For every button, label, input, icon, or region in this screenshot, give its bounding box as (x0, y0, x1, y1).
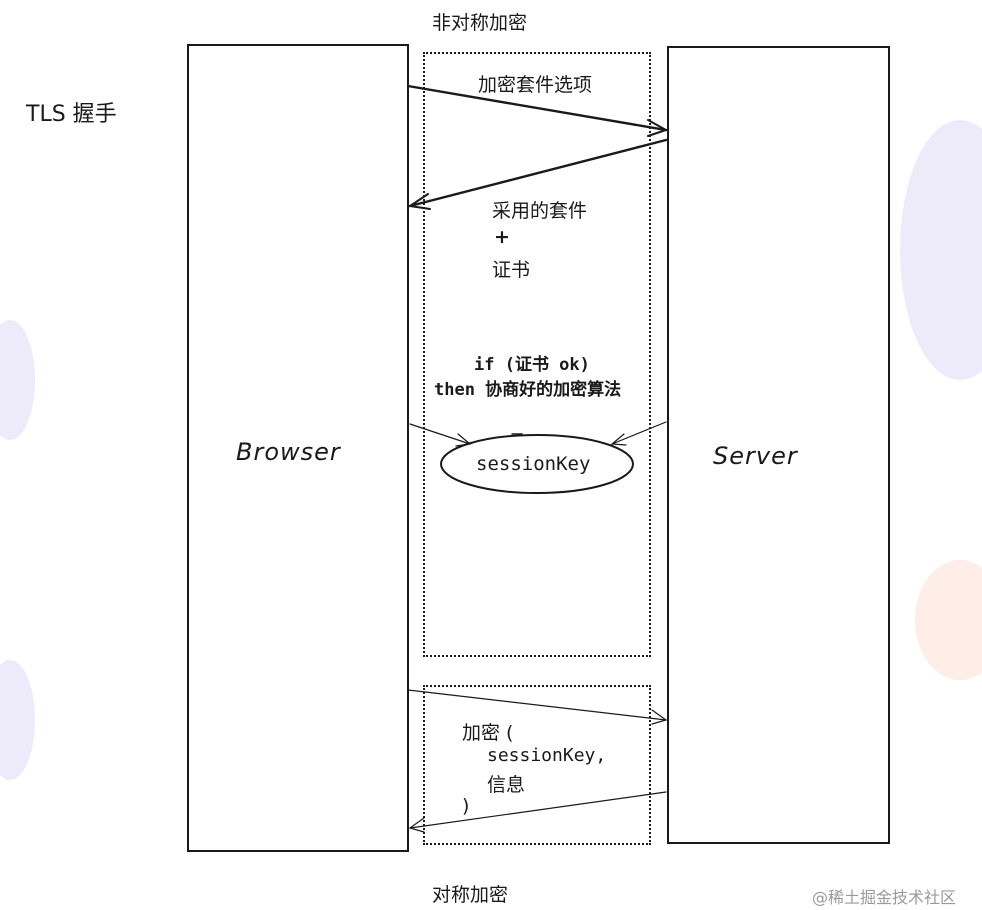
arrow-encrypted-to-browser (409, 791, 667, 829)
arrow-browser-to-key (409, 423, 471, 445)
encrypt-line-4: ) (462, 795, 470, 817)
condition-line-1: if (证书 ok) (474, 355, 590, 375)
encrypt-line-2: sessionKey, (487, 745, 607, 766)
msg-plus: + (494, 226, 510, 248)
msg-chosen-suite: 采用的套件 (492, 200, 588, 222)
msg-certificate: 证书 (492, 259, 531, 281)
encrypt-line-1: 加密 ( (462, 722, 514, 744)
arrowhead-cipher-options (647, 119, 669, 137)
server-box (667, 46, 890, 844)
browser-label: Browser (236, 438, 341, 466)
source-watermark: @稀土掘金技术社区 (812, 888, 957, 907)
browser-box (187, 44, 409, 852)
asymmetric-encryption-label: 非对称加密 (432, 12, 528, 34)
asymmetric-section-box (423, 52, 651, 657)
symmetric-section-box (423, 685, 651, 845)
arrow-cipher-options (406, 84, 668, 132)
arrow-server-to-key (611, 421, 667, 445)
encrypt-line-3: 信息 (487, 774, 526, 796)
msg-cipher-options: 加密套件选项 (478, 74, 593, 96)
diagram-title: TLS 握手 (26, 102, 117, 127)
symmetric-encryption-label: 对称加密 (432, 884, 509, 906)
arrow-encrypted-to-server (407, 689, 667, 721)
session-key-label: sessionKey (476, 453, 591, 475)
session-key-ellipse (440, 434, 634, 494)
condition-line-2: then 协商好的加密算法 (434, 380, 622, 400)
arrowhead-chosen-suite (407, 193, 431, 210)
server-label: Server (713, 442, 798, 470)
arrow-chosen-suite (408, 138, 668, 208)
